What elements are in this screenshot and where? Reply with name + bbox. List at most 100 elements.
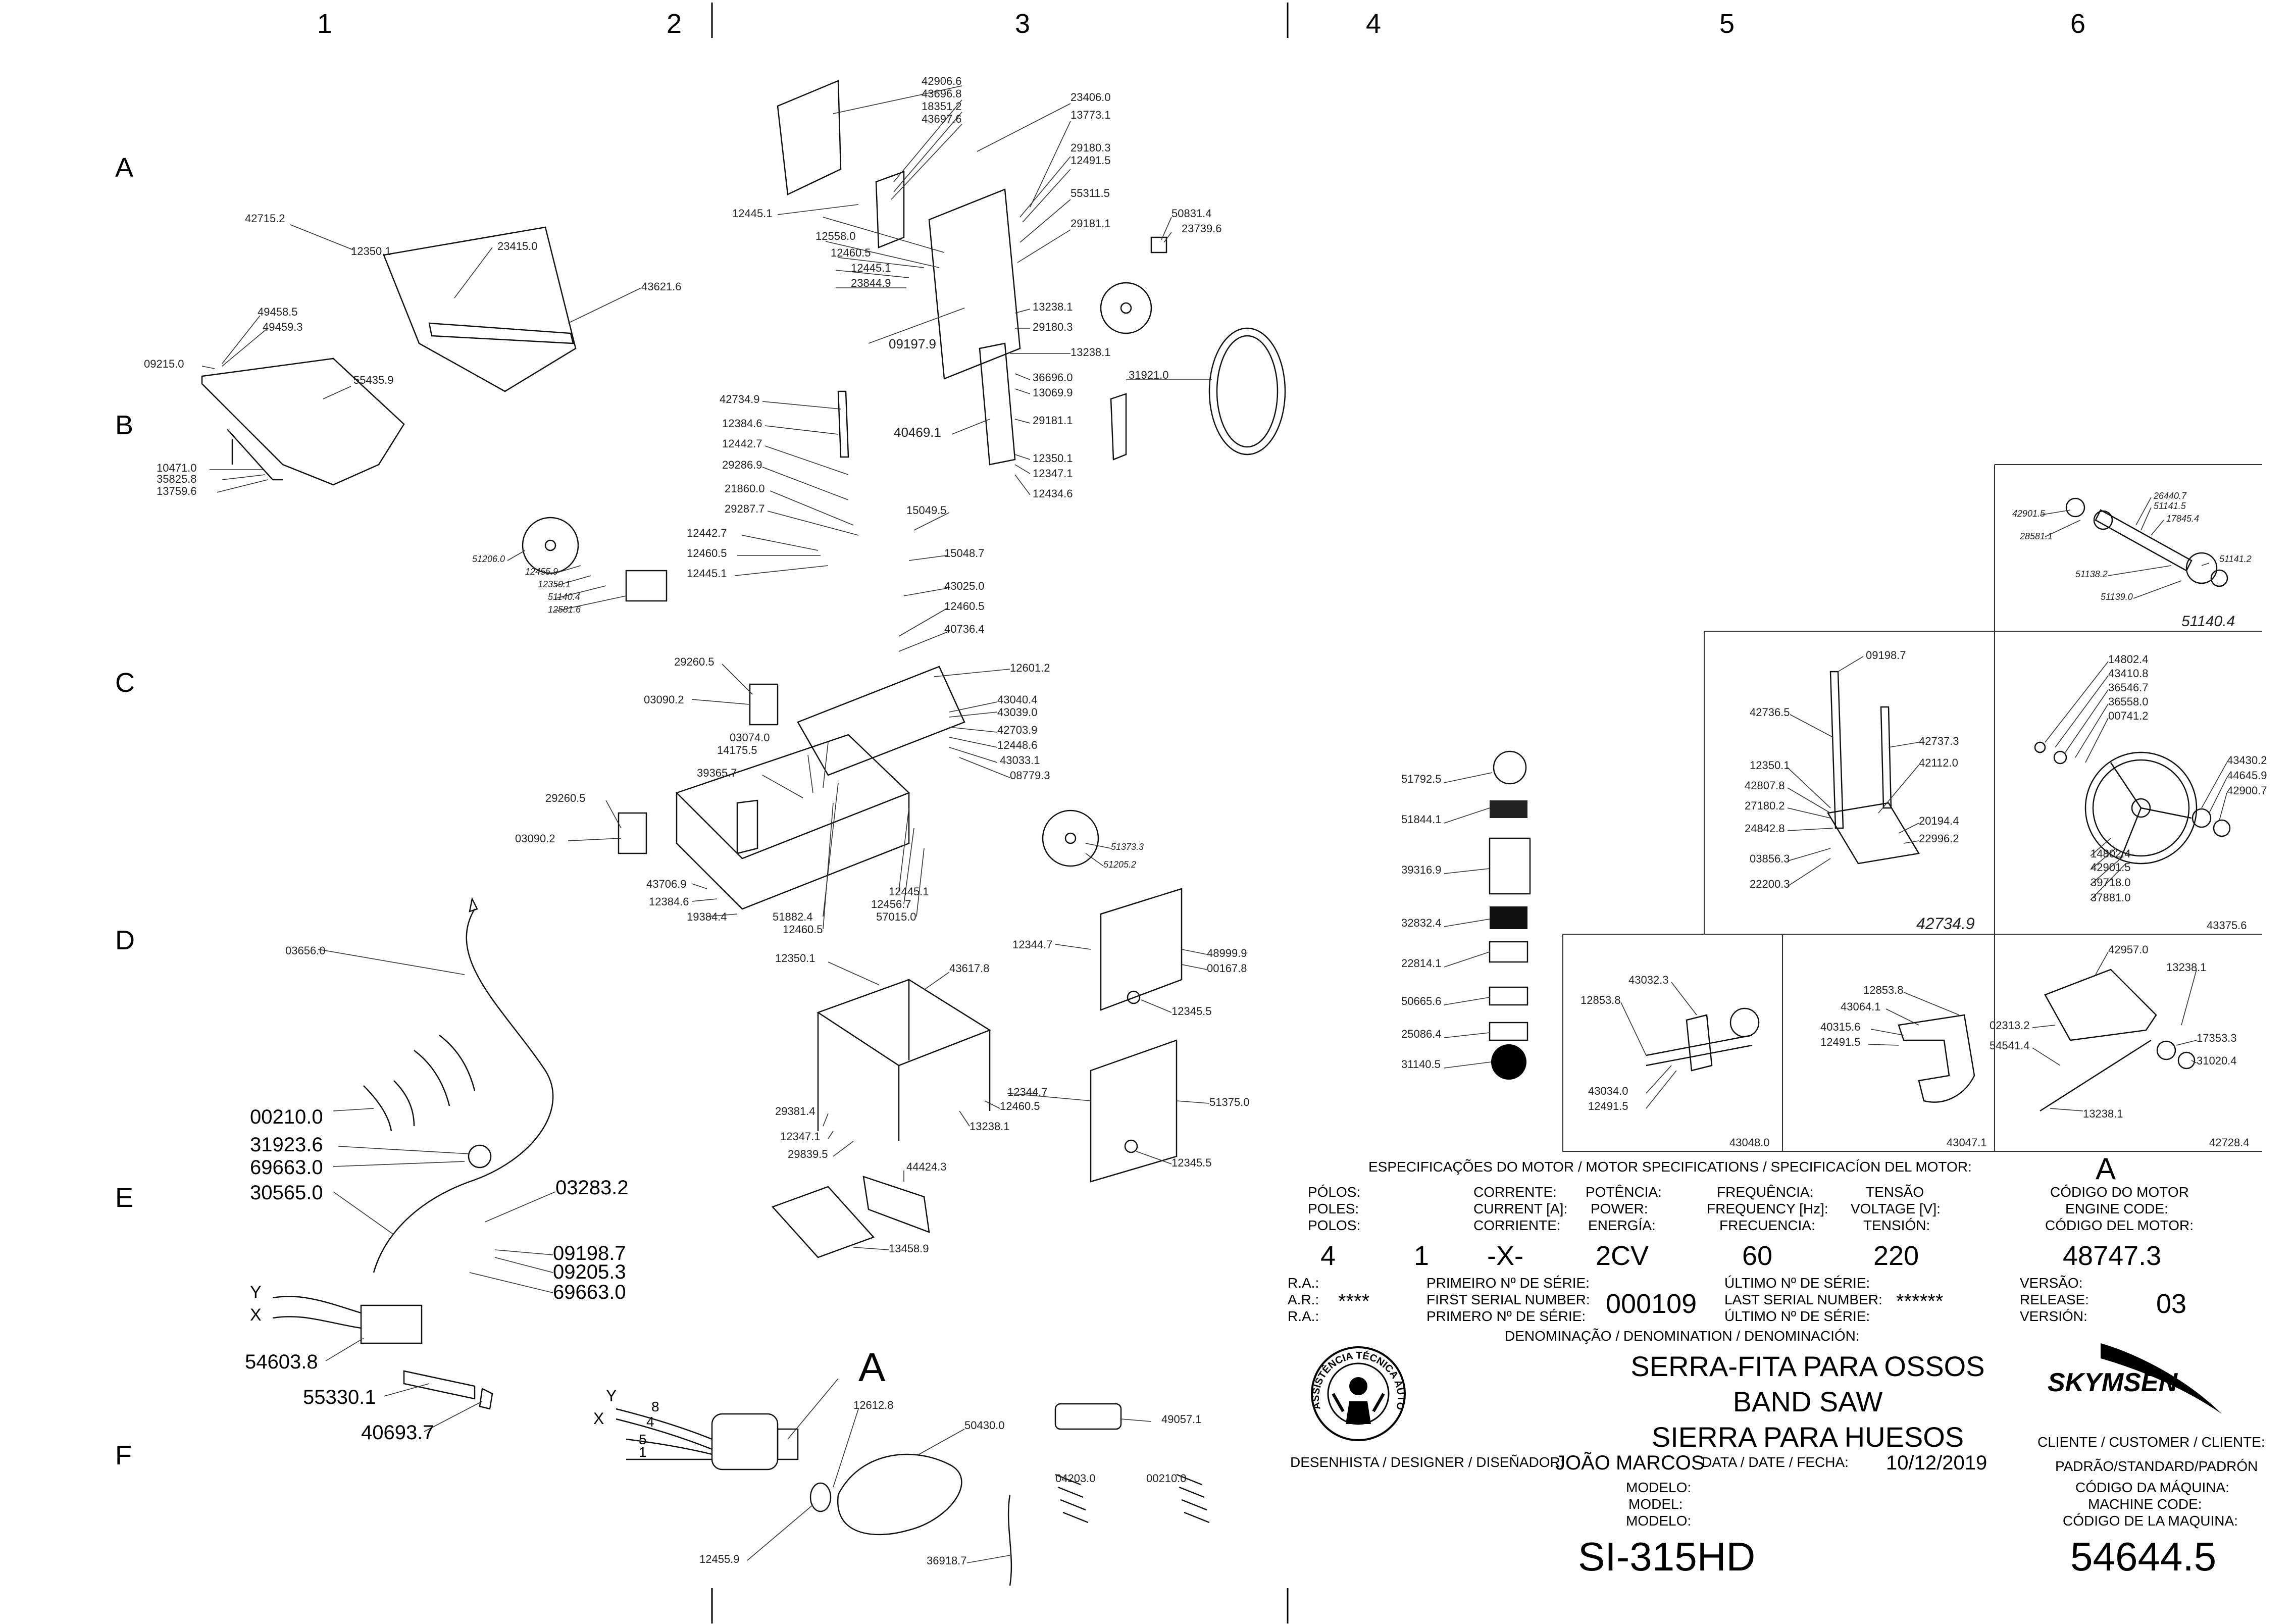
callout: 09215.0 xyxy=(144,358,184,370)
sticker-warning xyxy=(1489,837,1531,895)
callout: 43064.1 xyxy=(1841,1000,1881,1013)
callout: 43621.6 xyxy=(641,280,682,293)
callout: 40469.1 xyxy=(894,425,941,440)
table-fence-rail xyxy=(428,322,574,344)
callout: 22200.3 xyxy=(1750,878,1790,890)
customer-value: PADRÃO/STANDARD/PADRÓN xyxy=(2055,1458,2258,1474)
callout: 23844.9 xyxy=(851,277,891,289)
sticker-black-dot xyxy=(1491,1044,1526,1080)
brand-name: SKYMSEN xyxy=(2048,1368,2178,1397)
callout: 12460.5 xyxy=(783,923,823,936)
lower-handwheel-right xyxy=(1042,809,1099,867)
denomination-line: SERRA-FITA PARA OSSOS xyxy=(1630,1350,1984,1382)
grid-labels: 1 2 3 4 5 6 A B C D E F xyxy=(115,3,2085,1623)
callout: 00741.2 xyxy=(2108,709,2149,722)
callout: 12853.8 xyxy=(1863,984,1904,996)
callout: 39316.9 xyxy=(1401,864,1442,876)
wire-label-y: Y xyxy=(250,1283,262,1302)
callout: 69663.0 xyxy=(250,1156,323,1179)
callout: 42906.6 xyxy=(922,75,962,87)
callout: 36558.0 xyxy=(2108,695,2149,708)
callout: 50430.0 xyxy=(964,1419,1005,1432)
callout: 43430.2 xyxy=(2227,754,2267,767)
callout: 25086.4 xyxy=(1401,1028,1442,1040)
phase-value: 1 xyxy=(1414,1241,1429,1271)
callout: 24842.8 xyxy=(1745,822,1785,835)
grid-row-E: E xyxy=(115,1183,133,1213)
version-label: VERSIÓN: xyxy=(2020,1308,2087,1324)
callout: 12455.9 xyxy=(525,567,558,577)
callout: 00167.8 xyxy=(1207,962,1247,975)
stand-top xyxy=(817,979,991,1067)
grid-col-5: 5 xyxy=(1719,9,1735,39)
middle-column-bar xyxy=(837,390,849,458)
engine-code-value: 48747.3 xyxy=(2063,1241,2161,1271)
grid-col-6: 6 xyxy=(2070,9,2085,39)
callout: 50831.4 xyxy=(1171,207,1212,220)
grid-row-F: F xyxy=(115,1440,132,1470)
voltage-label: VOLTAGE [V]: xyxy=(1851,1201,1941,1216)
callout: 42957.0 xyxy=(2108,943,2149,956)
callout: 12491.5 xyxy=(1070,154,1111,167)
callout: 29260.5 xyxy=(545,792,586,804)
model-label: MODELO: xyxy=(1626,1480,1691,1495)
engine-code-label: CÓDIGO DO MOTOR xyxy=(2050,1184,2189,1200)
callout: 13238.1 xyxy=(970,1120,1010,1133)
current-label: CURRENT [A]: xyxy=(1473,1201,1567,1216)
callout: 43697.6 xyxy=(922,113,962,125)
callout: 03656.0 xyxy=(285,944,326,957)
middle-body-assembly: 42734.9 12384.6 12442.7 29286.9 21860.0 … xyxy=(472,390,1144,936)
last-serial-label: ÚLTIMO Nº DE SÉRIE: xyxy=(1724,1275,1870,1291)
callout: 13238.1 xyxy=(2083,1107,2123,1120)
callout: 18351.2 xyxy=(922,100,962,113)
spring xyxy=(1007,1494,1012,1586)
grid-row-A: A xyxy=(115,153,133,183)
last-serial-value: ****** xyxy=(1896,1290,1943,1312)
callout: 55435.9 xyxy=(353,374,394,386)
poles-label: PÓLOS: xyxy=(1308,1184,1360,1200)
engine-code-label: ENGINE CODE: xyxy=(2065,1201,2168,1216)
callout: 12442.7 xyxy=(722,437,762,450)
callout: 13773.1 xyxy=(1070,109,1111,121)
callout: 42734.9 xyxy=(720,393,760,405)
machine-code-value: 54644.5 xyxy=(2070,1534,2216,1579)
callout: 42901.5 xyxy=(2012,509,2046,519)
callout: 12491.5 xyxy=(1820,1036,1861,1048)
callout: 23415.0 xyxy=(497,240,538,252)
detail-51140-4: 42901.5 28581.1 26440.7 51141.5 17845.4 … xyxy=(2012,491,2252,630)
callout: 42703.9 xyxy=(997,724,1038,736)
sticker-icon-round xyxy=(1493,750,1527,785)
callout: 13238.1 xyxy=(1070,346,1111,359)
grid-row-C: C xyxy=(115,668,135,698)
motor-assembly: A 12612.8 50430.0 49057.1 04203.0 00210.… xyxy=(593,1345,1210,1586)
callout: 08779.3 xyxy=(1010,769,1050,782)
wire-label: 5 xyxy=(639,1432,647,1447)
callout: 03074.0 xyxy=(730,731,770,744)
base-stand-assembly: 12350.1 43617.8 12344.7 48999.9 00167.8 … xyxy=(771,888,1250,1258)
main-body-box xyxy=(675,734,910,859)
machine-code-label: MACHINE CODE: xyxy=(2088,1496,2202,1512)
upper-frame-box xyxy=(928,188,1021,380)
callout: 51141.5 xyxy=(2154,501,2186,511)
first-serial-label: FIRST SERIAL NUMBER: xyxy=(1426,1292,1590,1307)
current-label: CORRIENTE: xyxy=(1473,1217,1561,1233)
upper-guard-plate xyxy=(777,80,842,195)
callout: 51882.4 xyxy=(773,910,813,923)
callout: 69663.0 xyxy=(553,1281,626,1303)
first-serial-label: PRIMEIRO Nº DE SÉRIE: xyxy=(1426,1275,1590,1291)
motor-letter-callout: A xyxy=(858,1345,886,1390)
callout: 22996.2 xyxy=(1919,832,1959,845)
upper-column-assembly: 42906.6 43696.8 18351.2 43697.6 23406.0 … xyxy=(732,75,1286,500)
callout: 12853.8 xyxy=(1581,994,1621,1006)
last-serial-label: LAST SERIAL NUMBER: xyxy=(1724,1292,1882,1307)
callout: 09205.3 xyxy=(553,1261,626,1283)
version-label: VERSÃO: xyxy=(2020,1275,2082,1291)
machine-code-label: CÓDIGO DA MÁQUINA: xyxy=(2075,1480,2229,1495)
callout: 12460.5 xyxy=(944,600,985,613)
callout: 23406.0 xyxy=(1070,91,1111,104)
current-value: -X- xyxy=(1487,1241,1523,1271)
date-label: DATA / DATE / FECHA: xyxy=(1702,1454,1849,1470)
callout: 12384.6 xyxy=(649,895,689,908)
callout: 09197.9 xyxy=(889,336,936,351)
